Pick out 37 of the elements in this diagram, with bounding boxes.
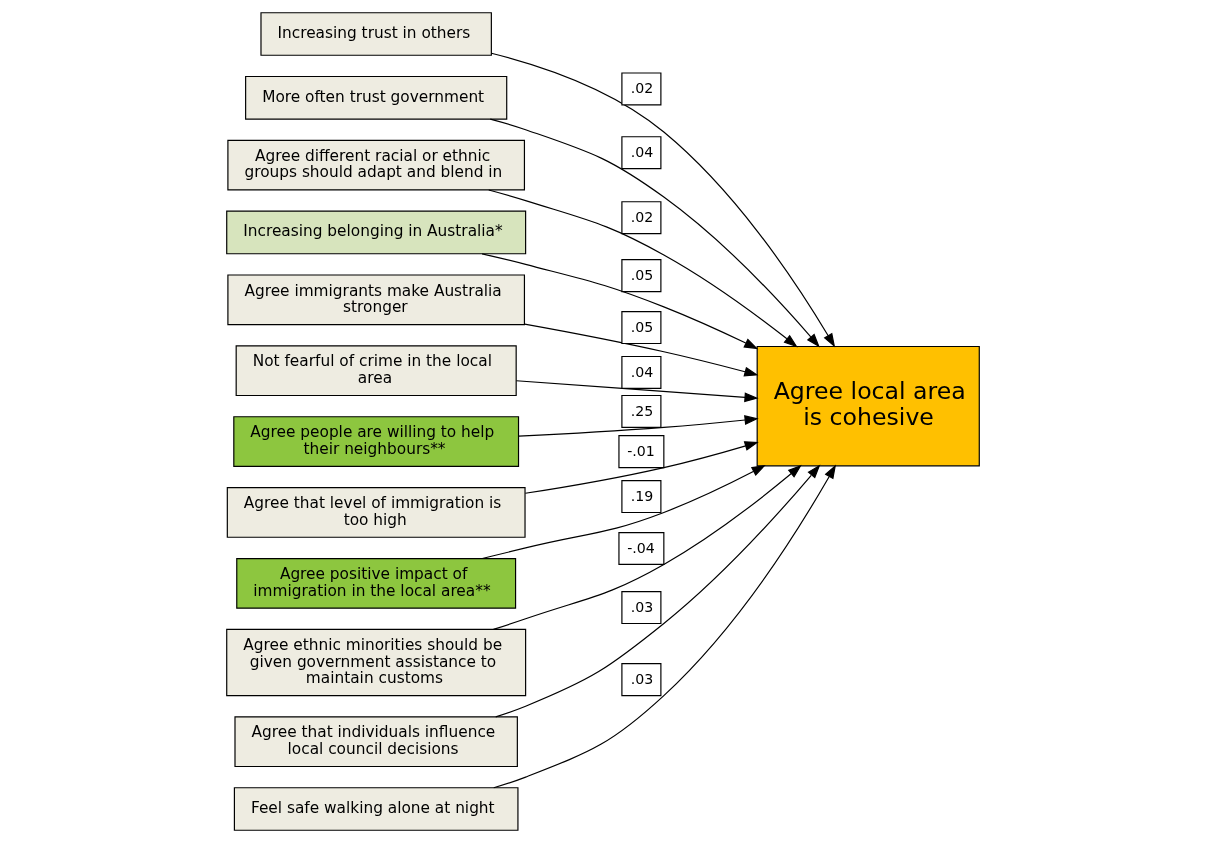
edge-label: .04 xyxy=(630,363,653,380)
arrow xyxy=(524,441,759,494)
node-box: Feel safe walking alone at night xyxy=(233,787,519,831)
node-box: Increasing belonging in Australia* xyxy=(225,210,526,255)
arrow xyxy=(489,118,820,348)
arrow xyxy=(492,464,836,789)
edge-label: -.04 xyxy=(626,539,655,556)
node-box: Agree local area is cohesive xyxy=(756,345,980,467)
node-box: More often trust government xyxy=(244,75,507,120)
node-box: Agree positive impact of immigration in the local area** xyxy=(235,557,516,609)
node-box: Agree immigrants make Australia stronger xyxy=(226,274,525,326)
node-box: Not fearful of crime in the local area xyxy=(235,345,517,397)
edge-label: .03 xyxy=(630,670,653,687)
arrow xyxy=(492,464,802,630)
arrow xyxy=(487,189,798,348)
edge-label: .25 xyxy=(630,402,653,419)
edge-label: .02 xyxy=(630,80,653,97)
edge-label: -.01 xyxy=(626,442,655,459)
edge-label: .05 xyxy=(630,318,653,335)
edge-label: .02 xyxy=(630,208,653,225)
edge-label: .05 xyxy=(630,266,653,283)
edge-label: .19 xyxy=(630,487,653,504)
node-box: Agree people are willing to help their neighbours** xyxy=(232,416,519,467)
node-box: Agree that level of immigration is too high xyxy=(226,487,526,538)
arrow xyxy=(494,464,820,718)
arrow xyxy=(481,253,758,350)
arrow xyxy=(517,415,759,437)
arrow xyxy=(515,380,759,403)
node-box: Agree that individuals influence local council decisions xyxy=(233,716,518,768)
arrow xyxy=(481,464,766,560)
node-box: Increasing trust in others xyxy=(259,12,492,56)
edge-label: .03 xyxy=(630,598,653,615)
arrow xyxy=(490,52,835,348)
edge-label: .04 xyxy=(630,143,653,160)
node-box: Agree ethnic minorities should be given government assistance to maintain customs xyxy=(225,628,526,697)
arrow xyxy=(523,323,758,377)
node-box: Agree different racial or ethnic groups should adapt and blend in xyxy=(226,139,525,191)
